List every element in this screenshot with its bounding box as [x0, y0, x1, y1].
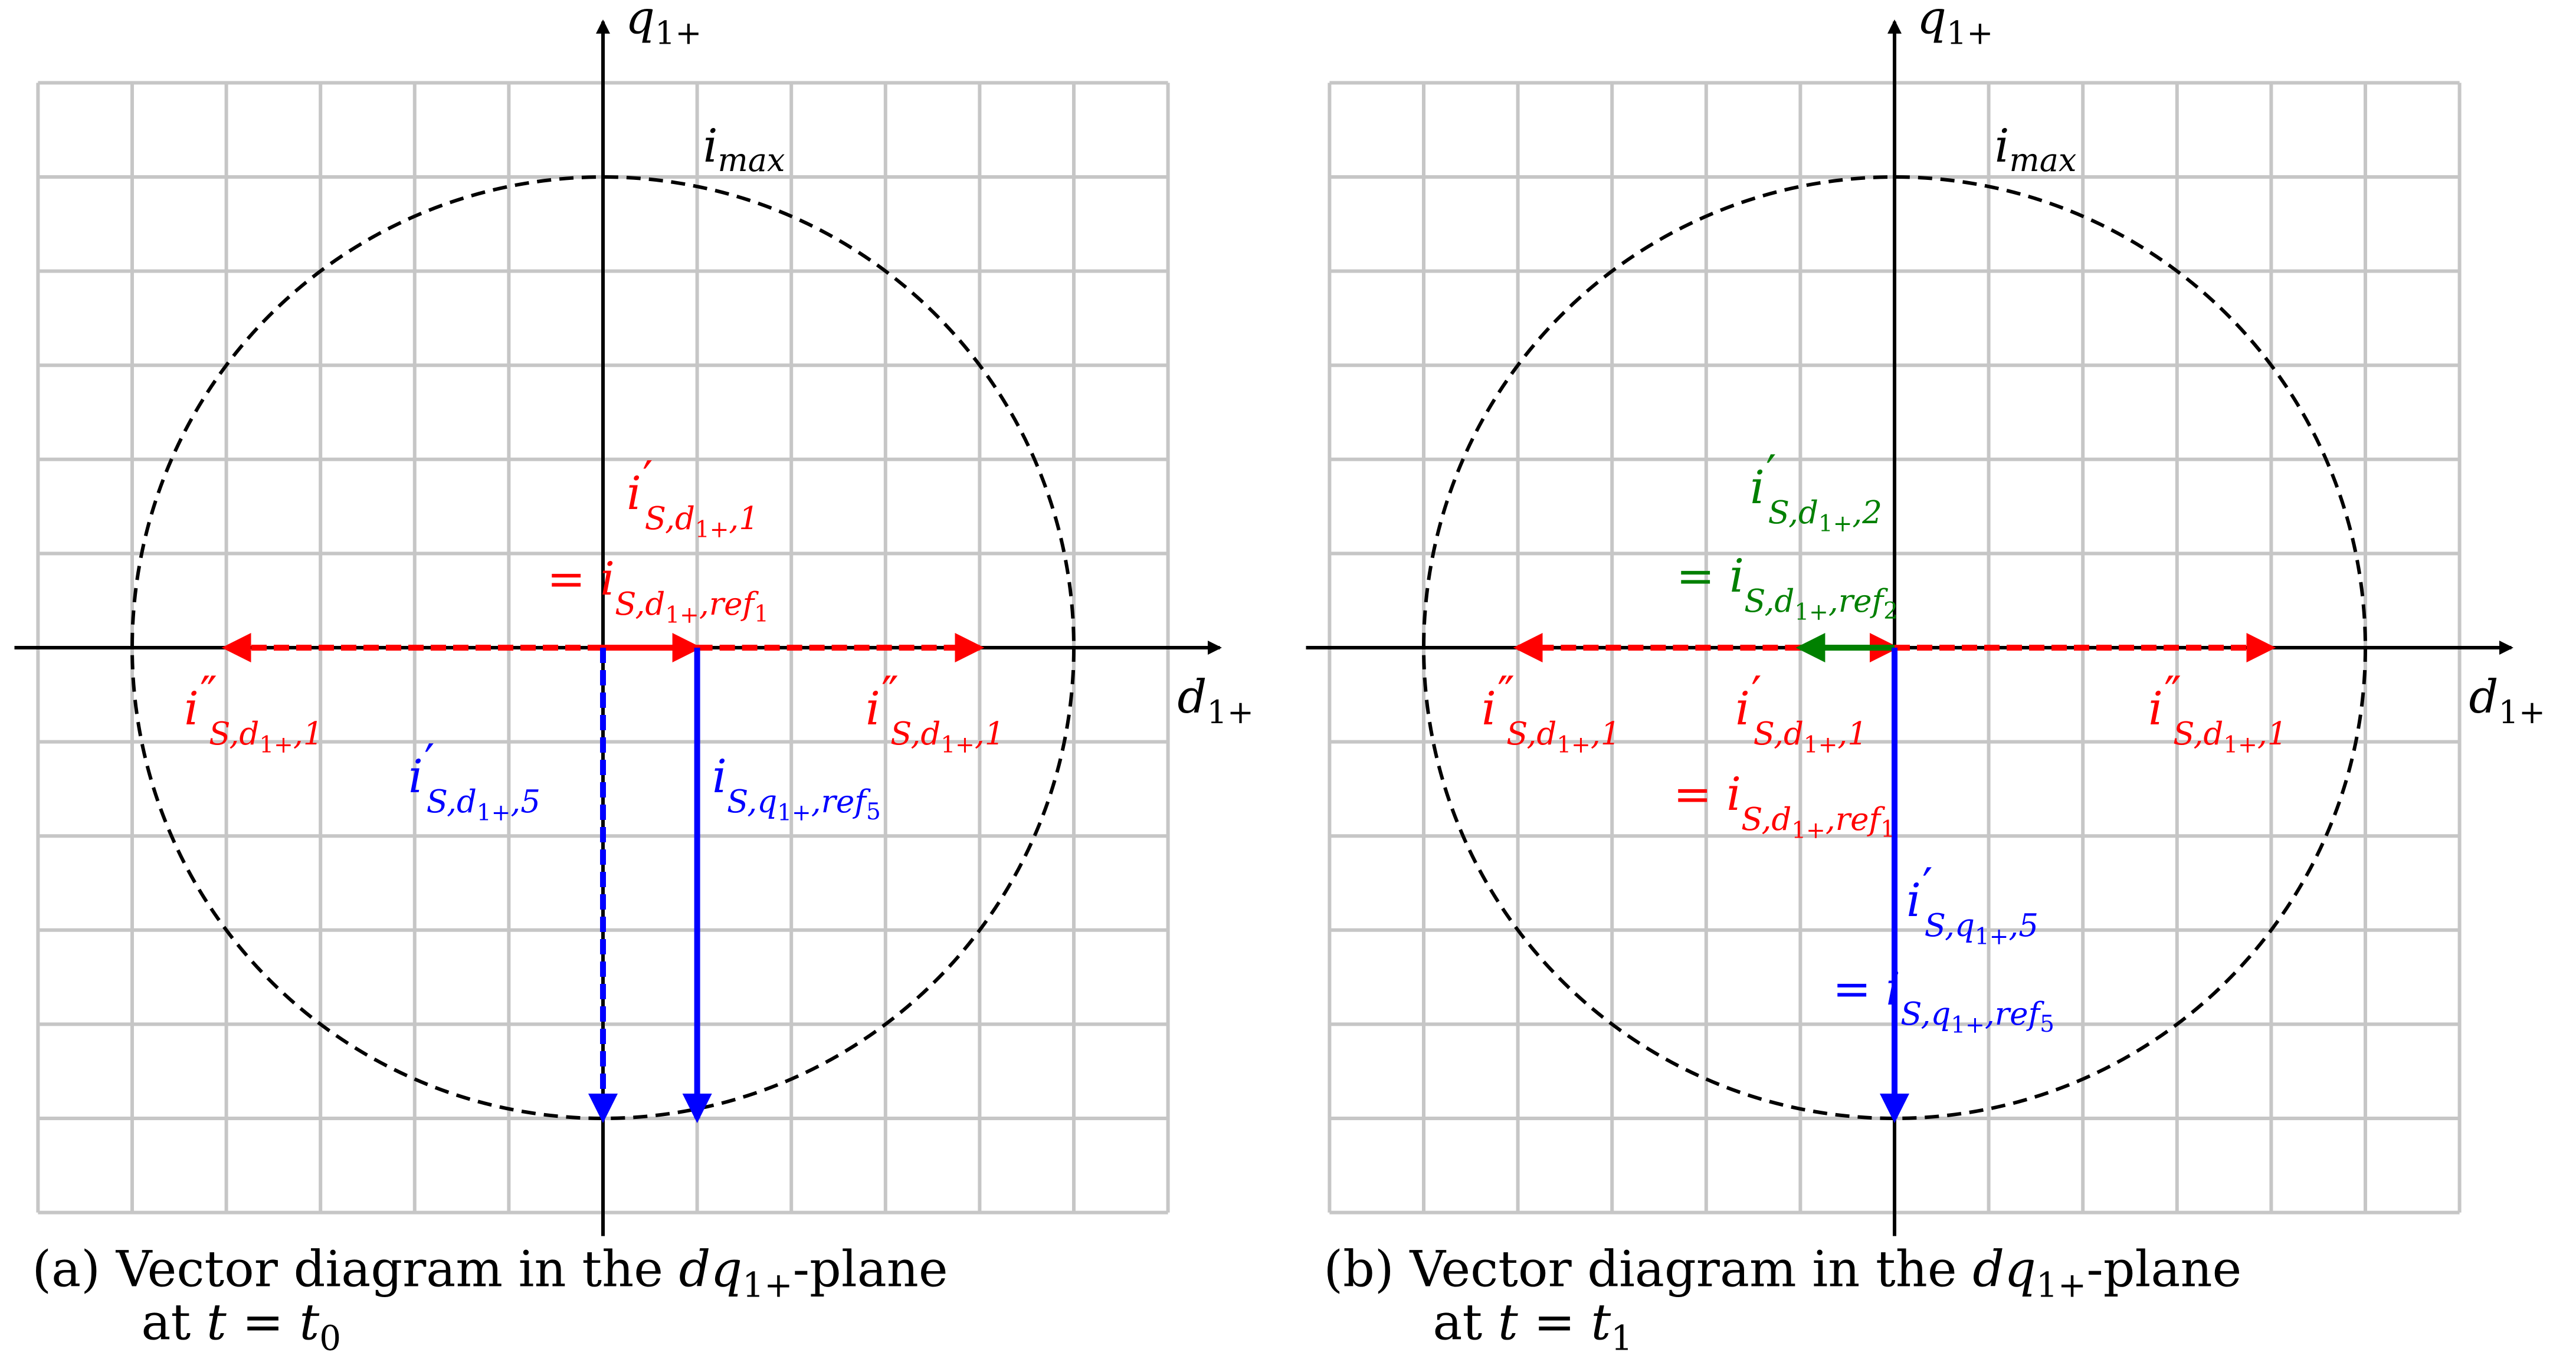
caption-line-2: at t = t1 [1433, 1294, 1633, 1358]
label-i-prime-s-q-5-line-2: = iS,q1+,ref5 [1833, 963, 2054, 1039]
q-axis-label: q1+ [1917, 0, 1994, 52]
i-max-label: imax [1995, 120, 2077, 179]
panel-b: d1+ q1+ imax i′S,d1+,2 = iS,d1+,ref2 i″S,d1+,… [1306, 0, 2546, 1358]
label-i-prime-s-d-2-line-1: i′S,d1+,2 [1750, 446, 1882, 537]
i-max-label: imax [703, 120, 785, 179]
caption-line-1: (a) Vector diagram in the dq1+-plane [32, 1240, 948, 1305]
label-i-prime-s-d-1-line-2: = iS,d1+,ref1 [1673, 768, 1895, 844]
label-i-prime-s-d-1-line-1: i′S,d1+,1 [627, 452, 759, 543]
i-max-circle [130, 175, 1076, 1120]
label-i-prime-s-q-5-line-1: i′S,q1+,5 [1906, 859, 2038, 950]
label-i-prime-s-d-1-line-1: i′S,d1+,1 [1735, 667, 1867, 759]
caption-line-1: (b) Vector diagram in the dq1+-plane [1323, 1240, 2241, 1305]
i-max-circle [1422, 175, 2367, 1120]
label-i-dblprime-left-line-1: i″S,d1+,1 [1482, 667, 1620, 759]
label-i-dblprime-right-line-1: i″S,d1+,1 [866, 667, 1004, 759]
label-i-s-q-ref5-line-1: iS,q1+,ref5 [712, 750, 881, 826]
panel-a: d1+ q1+ imax i′S,d1+,1 = iS,d1+,ref1 i″S,d1+,… [14, 0, 1254, 1358]
label-i-prime-s-d-2-line-2: = iS,d1+,ref2 [1676, 550, 1898, 626]
q-axis-label: q1+ [625, 0, 702, 52]
label-i-prime-s-d-5-line-1: i′S,d1+,5 [408, 735, 540, 826]
caption-line-2: at t = t0 [141, 1294, 341, 1358]
label-i-prime-s-d-1-line-2: = iS,d1+,ref1 [547, 553, 769, 629]
d-axis-label: d1+ [2469, 671, 2546, 731]
d-axis-label: d1+ [1178, 671, 1254, 731]
label-i-dblprime-right-line-1: i″S,d1+,1 [2148, 667, 2287, 759]
label-i-dblprime-left-line-1: i″S,d1+,1 [184, 667, 323, 759]
